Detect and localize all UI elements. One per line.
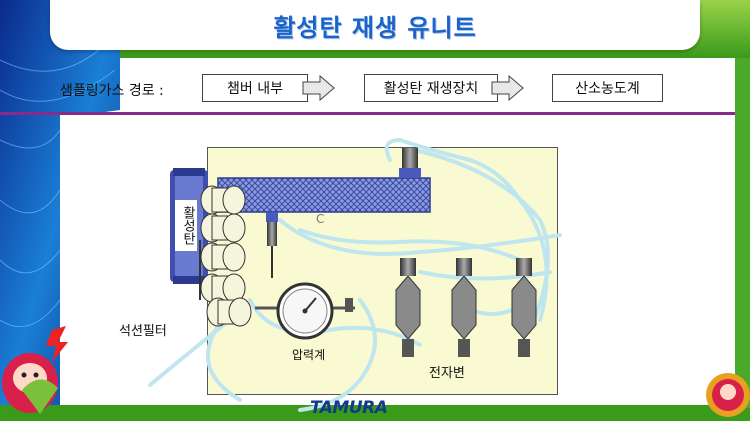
solenoid-valve-1 [395,258,421,357]
top-connector [399,148,421,178]
pressure-gauge-label: 압력계 [292,348,326,362]
solenoid-valve-label: 전자변 [429,366,465,381]
solenoid-valve-3 [511,258,537,357]
suction-filters [199,185,252,327]
slide-title: 활성탄 재생 유니트 [273,14,477,42]
c-mark: C [316,212,325,226]
route-step-chamber: 챔버 내부 [202,74,308,102]
solenoid-valve-2 [451,258,477,357]
route-label: 샘플링가스 경로 : [60,83,164,99]
route-step-oxygen-meter: 산소농도계 [552,74,663,102]
bottom-green-bar [0,405,750,421]
route-step-regenerator: 활성탄 재생장치 [364,74,498,102]
right-green-border [735,58,750,408]
suction-filter-label: 석션필터 [115,318,171,341]
mascot-icon [2,326,68,414]
manifold [217,177,431,213]
purple-divider [0,112,750,115]
tubes [148,137,562,412]
pressure-gauge [255,282,355,340]
activated-carbon-label: 활성탄 [175,200,197,251]
tamura-logo: TAMURA [310,398,388,418]
badge-icon [706,373,750,417]
title-bar: 활성탄 재생 유니트 [50,0,700,50]
probe [266,212,278,278]
